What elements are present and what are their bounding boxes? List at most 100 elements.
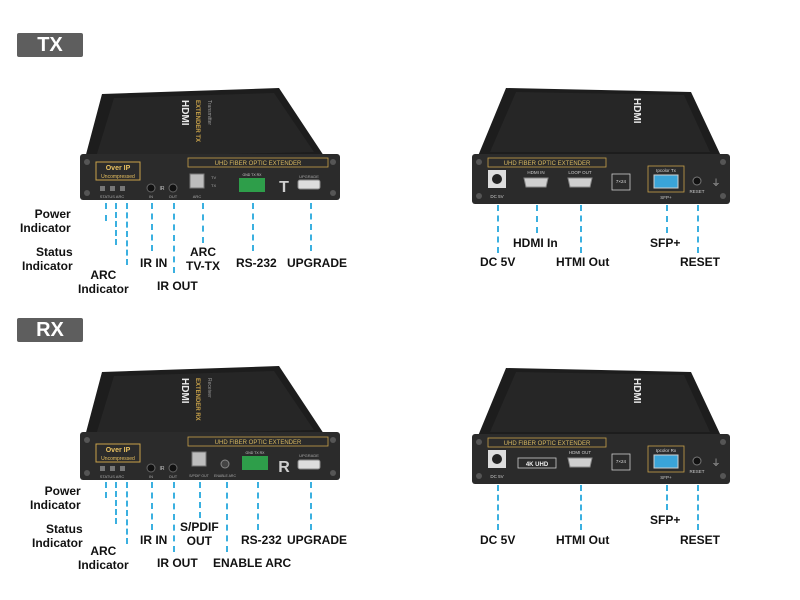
rx-front-panel-title: UHD FIBER OPTIC EXTENDER [215, 440, 302, 446]
tx-label-hdmi-in: HDMI In [513, 236, 558, 250]
tx-back-panel-title: UHD FIBER OPTIC EXTENDER [504, 161, 591, 167]
tx-tx-mark: TX [211, 183, 216, 188]
rx-label-spdif-out: S/PDIF OUT [180, 520, 219, 548]
tx-label-ir-out: IR OUT [157, 279, 198, 293]
rx-leader-dc [497, 485, 499, 530]
leader-hdmi-in [536, 205, 538, 233]
rx-ir-mark: IR [160, 466, 165, 472]
tx-model-letter: T [279, 179, 289, 196]
leader-reset [697, 205, 699, 253]
tx-section-tag: TX [17, 33, 83, 57]
tx-label-sfp: SFP+ [650, 236, 681, 250]
rx-leader-hdmi-out [580, 485, 582, 530]
rx-label-enable-arc: ENABLE ARC [213, 556, 292, 570]
tx-sfp-mark: SFP+ [660, 195, 672, 200]
rx-leader-spdif [199, 482, 201, 518]
rx-leader-sfp [666, 485, 668, 510]
arc-switch [189, 173, 205, 189]
tx-label-ir-in: IR IN [140, 256, 168, 270]
status-led [110, 186, 115, 191]
tx-sfp-title: Ipcolor Tx [656, 168, 676, 173]
rx-label-dc: DC 5V [480, 533, 516, 547]
tx-front-panel-title: UHD FIBER OPTIC EXTENDER [215, 161, 302, 167]
rx-label-sfp: SFP+ [650, 513, 681, 527]
rx-sfp-mark: SFP+ [660, 475, 672, 480]
rx-label-power-indicator: Power Indicator [30, 484, 81, 512]
tx-box-text-1: Uncompressed [101, 174, 135, 180]
rx-model-letter: R [278, 459, 290, 476]
rx-label-reset: RESET [680, 533, 721, 547]
ground-icon: ⏚ [711, 178, 720, 188]
spdif-port [191, 451, 207, 467]
tx-label-arc-tvtx: ARC TV-TX [186, 245, 221, 273]
rx-uhd-badge: 4K UHD [526, 462, 549, 468]
rx-sfp-title: Ipcolor Rx [656, 448, 677, 453]
loop-out-port [567, 177, 593, 188]
device-front-face [80, 154, 340, 200]
ir-in-port [146, 183, 156, 193]
tx-label-arc-indicator: ARC Indicator [78, 268, 129, 296]
tx-reset-mark: RESET [689, 189, 704, 194]
rx-leader-power [105, 482, 107, 498]
rx-status-arc-mark: STATUS ARC [100, 474, 125, 479]
tx-out-mark: OUT [169, 194, 178, 199]
svg-text:HDMI: HDMI [631, 98, 642, 124]
rx-spdif-mark: S/PDIF OUT [189, 474, 210, 478]
rx-leader-ir-in [151, 482, 153, 530]
leader-ir-out [173, 203, 175, 273]
rx-enable-mark: ENABLE ARC [214, 474, 236, 478]
hdmi-in-port [523, 177, 549, 188]
power-led [100, 186, 105, 191]
rx-leader-upgrade [310, 482, 312, 530]
rx-out-mark: OUT [169, 474, 178, 479]
rx-leader-rs232 [257, 482, 259, 530]
rx-label-status-indicator: Status Indicator [32, 522, 83, 550]
tx-label-power-indicator: Power Indicator [20, 207, 71, 235]
rx-leader-arc-ind [126, 482, 128, 544]
rx-section-tag: RX [17, 318, 83, 342]
rx-label-arc-indicator: ARC Indicator [78, 544, 129, 572]
rx-label-ir-out: IR OUT [157, 556, 198, 570]
rx-reset-mark: RESET [689, 469, 704, 474]
leader-hdmi-out [580, 205, 582, 253]
tx-rs232-pins: GND TX RX [243, 173, 263, 177]
rx-back-device: HDMI UHD FIBER OPTIC EXTENDER DC 5V 4K U… [472, 368, 730, 484]
tx-top-print-0: HDMI [179, 100, 190, 126]
rx-hdmi-out-mark: HDMI OUT [569, 450, 591, 455]
rx-label-hdmi-out: HTMI Out [556, 533, 610, 547]
tx-front-device: HDMI EXTENDER TX Transmitter Over IP Unc… [80, 88, 340, 200]
leader-arc-ind [126, 203, 128, 265]
rx-in-mark: IN [149, 474, 153, 479]
tx-loop-out-mark: LOOP OUT [568, 170, 591, 175]
rx-back-panel-title: UHD FIBER OPTIC EXTENDER [504, 441, 591, 447]
tx-tv-mark: TV [211, 175, 216, 180]
rx-upgrade-mark: UPGRADE [299, 453, 319, 458]
tx-top-print-2: Transmitter [206, 100, 212, 125]
arc-led [120, 186, 125, 191]
leader-upgrade [310, 203, 312, 251]
tx-ir-mark: IR [160, 186, 165, 192]
rx-dc-mark: DC 5V [490, 474, 503, 479]
reset-button [692, 176, 702, 186]
sfp-port [653, 174, 679, 189]
tx-label-hdmi-out: HTMI Out [556, 255, 610, 269]
rx-box-text-1: Uncompressed [101, 456, 135, 462]
rx-top-print-1: EXTENDER RX [194, 378, 200, 421]
ir-out-port [168, 183, 178, 193]
leader-ir-in [151, 203, 153, 251]
rx-leader-ir-out [173, 482, 175, 552]
rx-ground-icon: ⏚ [711, 458, 720, 468]
tx-badge: 7×24 [616, 179, 627, 184]
tx-label-status-indicator: Status Indicator [22, 245, 73, 273]
rx-rs232-pins: GND TX RX [246, 451, 266, 455]
leader-rs232 [252, 203, 254, 251]
svg-text:HDMI: HDMI [631, 378, 642, 404]
rs232-connector [239, 178, 265, 192]
rx-top-print-0: HDMI [179, 378, 190, 404]
leader-arc-tvtx [202, 203, 204, 243]
rx-front-device: HDMI EXTENDER RX Receiver Over IP Uncomp… [80, 366, 340, 480]
tx-in-mark: IN [149, 194, 153, 199]
tx-upgrade-mark: UPGRADE [299, 174, 319, 179]
leader-sfp [666, 205, 668, 233]
enable-arc-button [220, 459, 230, 469]
